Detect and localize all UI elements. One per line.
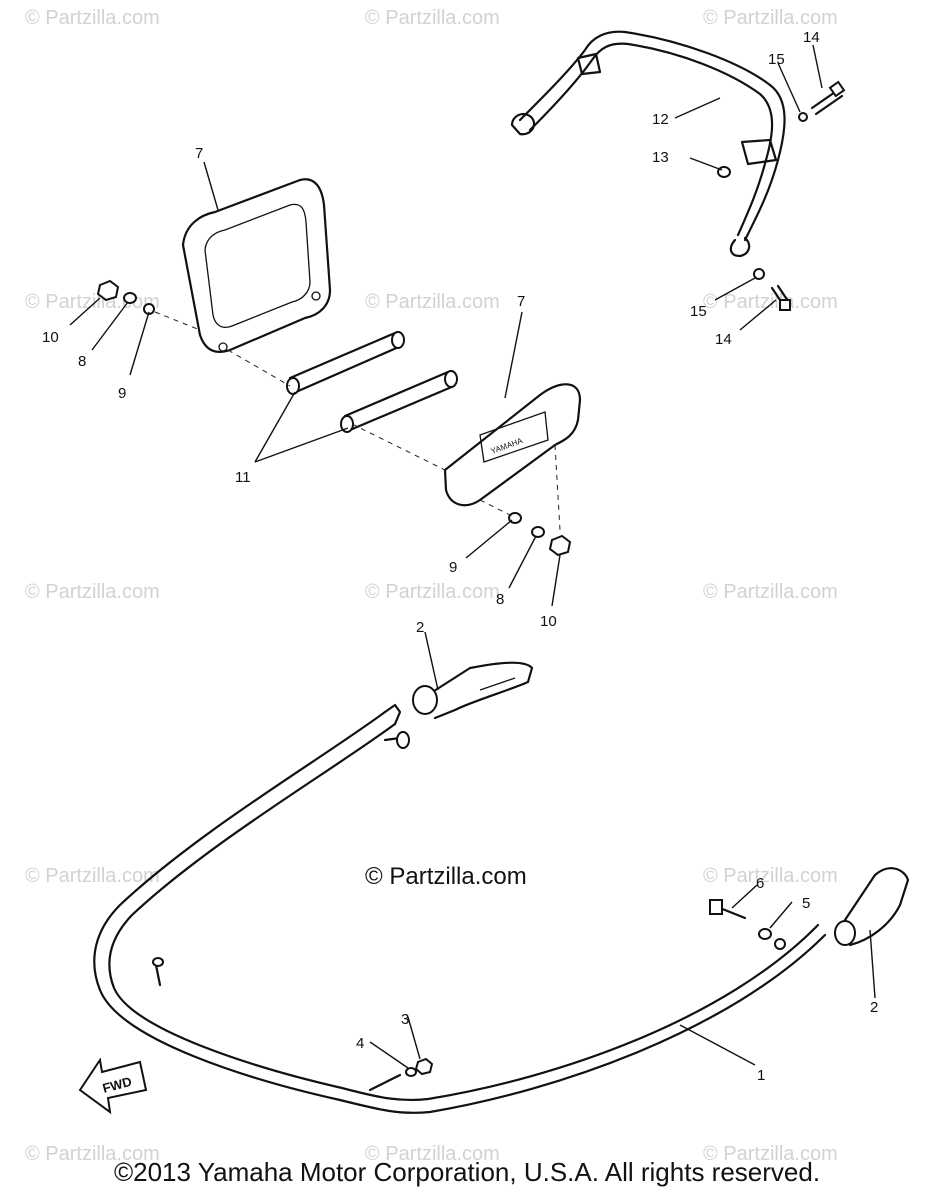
callout-4: 4 <box>356 1035 364 1052</box>
watermark: © Partzilla.com <box>703 865 838 887</box>
center-copyright-mark: © Partzilla.com <box>365 863 527 890</box>
part-3-nut <box>414 1057 434 1076</box>
part-6-bolt <box>709 899 747 920</box>
part-2-grip-upper <box>412 661 534 720</box>
watermark: © Partzilla.com <box>703 291 838 313</box>
watermark: © Partzilla.com <box>365 1143 500 1165</box>
callout-7: 7 <box>195 145 203 162</box>
part-15-washer-upper <box>798 112 808 122</box>
plate-logo-text: YAMAHA <box>490 436 525 456</box>
watermark: © Partzilla.com <box>703 581 838 603</box>
callout-2: 2 <box>870 999 878 1016</box>
callout-14: 14 <box>715 331 732 348</box>
leader-lines <box>69 44 876 1069</box>
part-1-bumper <box>93 703 827 1114</box>
callout-10: 10 <box>42 329 59 346</box>
watermark: © Partzilla.com <box>25 865 160 887</box>
callout-9: 9 <box>449 559 457 576</box>
part-14-bolt-upper <box>810 80 846 116</box>
copyright-notice: ©2013 Yamaha Motor Corporation, U.S.A. A… <box>113 1157 821 1187</box>
callout-8: 8 <box>496 591 504 608</box>
part-5-collar <box>758 928 786 950</box>
callout-10: 10 <box>540 613 557 630</box>
part-12-grab-bar <box>510 30 786 258</box>
watermarks: © Partzilla.com © Partzilla.com © Partzi… <box>25 7 838 1165</box>
assembly-line <box>554 444 561 531</box>
callout-1: 1 <box>757 1067 765 1084</box>
watermark: © Partzilla.com <box>365 581 500 603</box>
part-2-grip-lower <box>834 867 910 947</box>
watermark: © Partzilla.com <box>703 1143 838 1165</box>
part-15-washer-lower <box>753 268 765 280</box>
callout-14: 14 <box>803 29 820 46</box>
callout-9: 9 <box>118 385 126 402</box>
right-hardware <box>508 512 572 557</box>
watermark: © Partzilla.com <box>25 1143 160 1165</box>
assembly-line <box>227 349 291 387</box>
watermark: © Partzilla.com <box>25 7 160 29</box>
callout-7: 7 <box>517 293 525 310</box>
part-11-posts <box>286 331 458 433</box>
callout-13: 13 <box>652 149 669 166</box>
watermark: © Partzilla.com <box>25 291 160 313</box>
callout-2: 2 <box>416 619 424 636</box>
assembly-line <box>351 423 446 471</box>
part-7-mount-plate: YAMAHA <box>443 383 582 507</box>
watermark: © Partzilla.com <box>703 7 838 29</box>
fwd-arrow-icon: FWD <box>78 1057 148 1115</box>
watermark: © Partzilla.com <box>365 7 500 29</box>
fwd-label: FWD <box>101 1074 133 1096</box>
callout-6: 6 <box>756 875 764 892</box>
callout-15: 15 <box>690 303 707 320</box>
assembly-line <box>479 499 513 517</box>
callout-12: 12 <box>652 111 669 128</box>
callout-11: 11 <box>235 469 251 486</box>
callout-5: 5 <box>802 895 810 912</box>
callout-3: 3 <box>401 1011 409 1028</box>
watermark: © Partzilla.com <box>25 581 160 603</box>
part-7-backrest-frame <box>181 178 332 353</box>
part-4-washer <box>405 1067 417 1077</box>
watermark: © Partzilla.com <box>365 291 500 313</box>
callouts: 7 7 10 8 9 11 9 8 10 12 13 15 14 15 14 2… <box>42 29 878 1084</box>
callout-8: 8 <box>78 353 86 370</box>
callout-15: 15 <box>768 51 785 68</box>
part-14-bolt-lower <box>770 284 792 311</box>
